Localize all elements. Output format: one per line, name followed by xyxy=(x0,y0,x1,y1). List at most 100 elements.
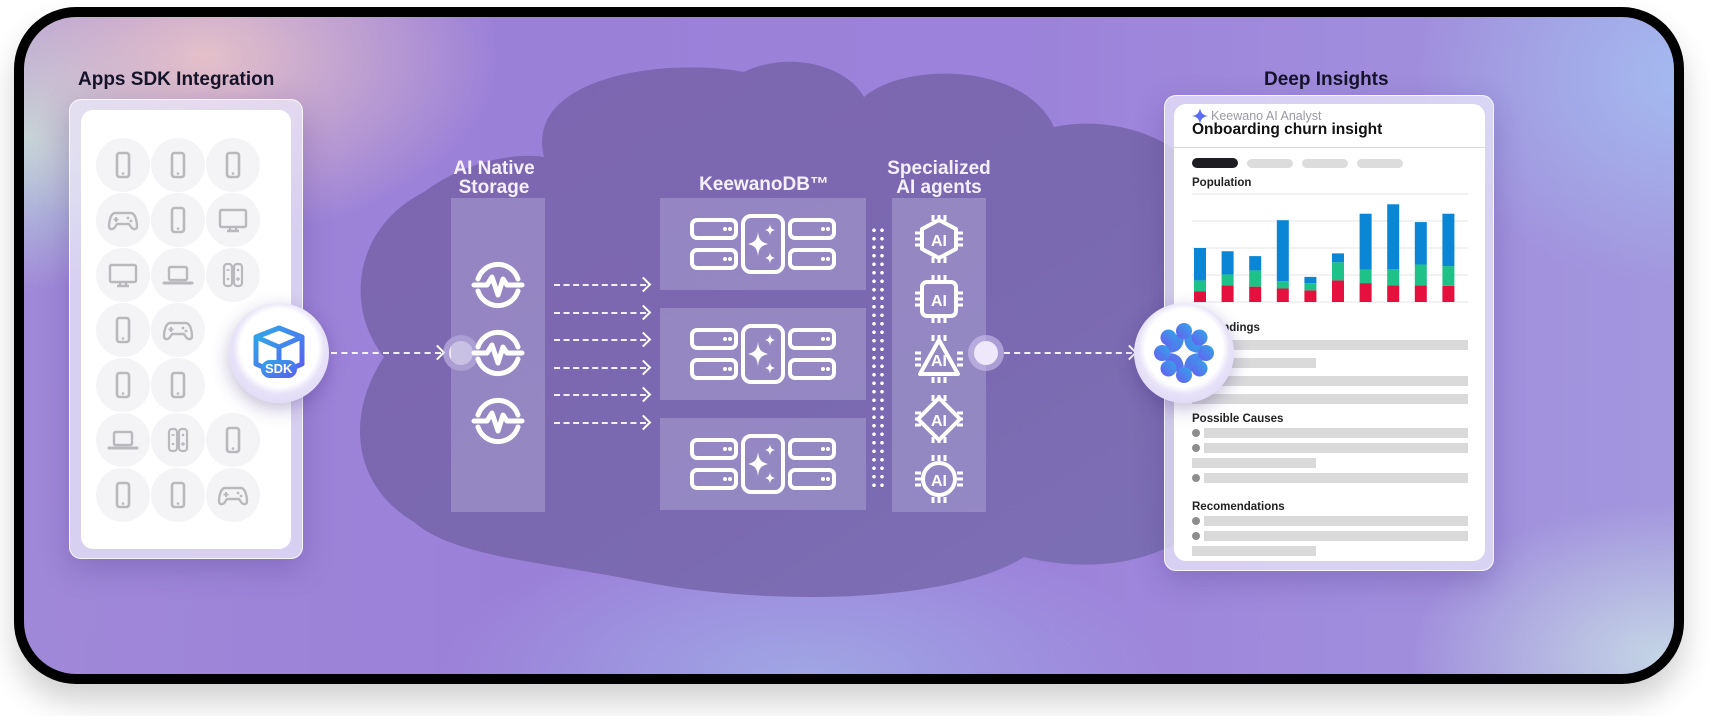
agents-label: Specialized AI agents xyxy=(884,159,994,197)
device-laptop-icon xyxy=(151,248,205,302)
pulse-icon xyxy=(470,393,526,449)
pulse-icon xyxy=(470,325,526,381)
bar-green-4 xyxy=(1276,281,1289,289)
bar-green-6 xyxy=(1332,262,1344,281)
ai-chip-diamond-icon: AI xyxy=(911,391,967,447)
storage-label: AI Native Storage xyxy=(444,159,544,197)
device-gamepad-icon xyxy=(151,303,205,357)
device-phone-icon xyxy=(151,193,205,247)
bar-blue-7 xyxy=(1359,213,1372,270)
server-sparkle-icon xyxy=(688,212,838,283)
tab[interactable] xyxy=(1357,159,1403,168)
bullet xyxy=(1192,429,1200,437)
pulse-icon xyxy=(470,257,526,313)
server-sparkle-icon xyxy=(688,432,838,503)
bullet xyxy=(1192,517,1200,525)
skeleton-line xyxy=(1192,358,1316,368)
bar-blue-2 xyxy=(1221,251,1234,275)
bullet xyxy=(1192,474,1200,482)
sparkle-flower-icon xyxy=(1154,323,1214,383)
svg-text:AI: AI xyxy=(931,233,947,250)
bar-green-2 xyxy=(1221,274,1234,286)
device-monitor-icon xyxy=(206,193,260,247)
bar-red-1 xyxy=(1194,291,1206,302)
bar-red-8 xyxy=(1387,285,1400,302)
bullet xyxy=(1192,532,1200,540)
agents-output-node xyxy=(974,341,998,365)
sdk-to-storage-connector xyxy=(331,352,441,354)
bar-blue-3 xyxy=(1249,256,1262,271)
ai-chip-octagon-icon: AI xyxy=(911,211,967,267)
skeleton-line xyxy=(1192,376,1468,386)
card-brand: Keewano AI Analyst xyxy=(1211,109,1322,123)
skeleton-line xyxy=(1204,473,1468,483)
bar-green-3 xyxy=(1249,270,1262,287)
bar-red-7 xyxy=(1359,283,1372,302)
bar-blue-9 xyxy=(1414,222,1427,265)
device-phone-icon xyxy=(206,138,260,192)
storage-to-db-arrow xyxy=(554,394,646,396)
tab[interactable] xyxy=(1247,159,1293,168)
bar-blue-8 xyxy=(1387,204,1400,270)
bar-blue-10 xyxy=(1442,213,1455,267)
bar-blue-1 xyxy=(1194,248,1206,281)
ai-chip-circle-icon: AI xyxy=(911,451,967,507)
bar-red-4 xyxy=(1276,288,1289,302)
sparkle-icon xyxy=(1192,108,1208,124)
insights-hub[interactable] xyxy=(1134,303,1234,403)
header-divider xyxy=(1174,147,1485,148)
bar-green-9 xyxy=(1414,264,1427,286)
svg-text:AI: AI xyxy=(931,353,947,370)
bar-red-9 xyxy=(1414,285,1427,302)
bar-green-5 xyxy=(1304,283,1317,291)
card-title: Onboarding churn insight xyxy=(1192,121,1383,138)
device-phone-icon xyxy=(151,138,205,192)
device-laptop-icon xyxy=(96,413,150,467)
device-phone-icon xyxy=(96,138,150,192)
population-chart xyxy=(1192,193,1468,303)
agents-label-line2: AI agents xyxy=(896,177,982,198)
section-title-insights: Deep Insights xyxy=(1264,69,1389,90)
sdk-cube-icon xyxy=(253,325,305,378)
insights-panel: Keewano AI Analyst Onboarding churn insi… xyxy=(1164,95,1494,571)
db-block xyxy=(660,308,866,400)
svg-text:AI: AI xyxy=(931,293,947,310)
device-switch-icon xyxy=(206,248,260,302)
bar-red-3 xyxy=(1249,286,1262,302)
skeleton-line xyxy=(1192,458,1316,468)
device-gamepad-icon xyxy=(206,468,260,522)
sdk-badge-label: SDK xyxy=(265,361,293,376)
device-phone-icon xyxy=(206,413,260,467)
svg-text:AI: AI xyxy=(931,473,947,490)
bar-red-10 xyxy=(1442,285,1455,302)
skeleton-line xyxy=(1192,546,1316,556)
tab[interactable] xyxy=(1302,159,1348,168)
skeleton-line xyxy=(1204,428,1468,438)
storage-to-db-arrow xyxy=(554,339,646,341)
bar-green-8 xyxy=(1387,269,1400,286)
device-phone-icon xyxy=(96,303,150,357)
bar-red-5 xyxy=(1304,290,1317,302)
bar-blue-5 xyxy=(1304,276,1317,284)
bar-green-10 xyxy=(1442,266,1455,286)
bar-blue-6 xyxy=(1332,253,1344,263)
server-sparkle-icon xyxy=(688,322,838,393)
svg-text:AI: AI xyxy=(931,413,947,430)
agents-to-insights-connector xyxy=(1004,352,1132,354)
agent-bus-dots xyxy=(870,226,886,488)
section-title-sdk: Apps SDK Integration xyxy=(78,69,275,90)
device-frame: Apps SDK Integration Deep Insights SDK A… xyxy=(14,7,1684,684)
agents-label-line1: Specialized xyxy=(887,158,991,179)
db-block xyxy=(660,198,866,290)
storage-to-db-arrow xyxy=(554,311,646,314)
sdk-hub[interactable]: SDK xyxy=(229,303,329,403)
bullet xyxy=(1192,444,1200,452)
bar-blue-4 xyxy=(1276,220,1289,282)
insight-card: Keewano AI Analyst Onboarding churn insi… xyxy=(1174,104,1485,561)
population-label: Population xyxy=(1192,177,1252,189)
tab-active[interactable] xyxy=(1192,158,1238,168)
device-monitor-icon xyxy=(96,248,150,302)
storage-to-db-arrow xyxy=(554,366,646,369)
db-block xyxy=(660,418,866,510)
storage-label-line1: AI Native xyxy=(453,158,535,179)
